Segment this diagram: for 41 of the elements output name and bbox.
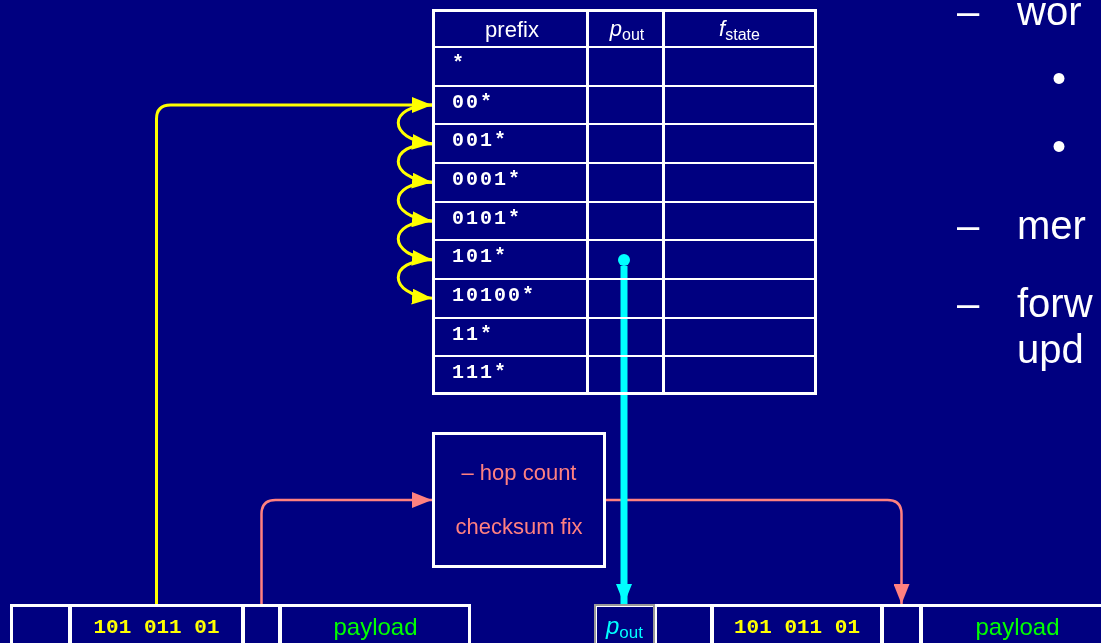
bullet-text: mer — [1017, 202, 1087, 248]
arrow — [616, 266, 632, 604]
packet-field: 101 011 01 — [70, 604, 243, 643]
dash-bullet: – — [957, 280, 981, 326]
prefix-entry: 101* — [452, 245, 508, 269]
process-step: checksum fix — [455, 514, 583, 540]
packet-header — [10, 604, 471, 643]
arrow — [396, 103, 433, 149]
packet-field — [655, 604, 712, 643]
arrow — [260, 492, 432, 604]
arrow — [606, 498, 910, 604]
column-header: p$_{out}$ — [608, 15, 646, 45]
arrow — [396, 142, 433, 188]
prefix-entry: 111* — [452, 361, 508, 385]
lookup-table — [432, 9, 817, 395]
arrow — [396, 219, 433, 265]
packet-field: 101 011 01 — [712, 604, 882, 643]
bullet-text: wor — [1017, 0, 1083, 34]
prefix-entry: * — [452, 52, 466, 75]
packet-header — [594, 604, 1101, 643]
prefix-entry: 10100* — [452, 284, 536, 307]
dot-bullet: • — [1052, 55, 1067, 101]
dot-bullet: • — [1052, 123, 1067, 169]
prefix-entry: 00* — [452, 90, 494, 114]
dash-bullet: – — [957, 202, 981, 248]
column-header: prefix — [484, 16, 540, 44]
process-step: – hop count — [461, 460, 577, 486]
process-box — [432, 432, 606, 568]
bullet-text: forw upd — [1017, 280, 1094, 372]
packet-field — [243, 604, 280, 643]
packet-field: p$_{out}$ — [594, 604, 655, 643]
packet-field — [882, 604, 921, 643]
dash-bullet: – — [957, 0, 981, 34]
arrow — [396, 258, 433, 304]
column-header: f$_{state}$ — [718, 15, 761, 45]
pointer-dot — [618, 254, 630, 266]
prefix-entry: 0101* — [452, 206, 522, 230]
prefix-entry: 11* — [452, 322, 494, 346]
prefix-entry: 001* — [452, 129, 508, 153]
arrow — [396, 180, 433, 226]
prefix-entry: 0001* — [452, 168, 522, 191]
